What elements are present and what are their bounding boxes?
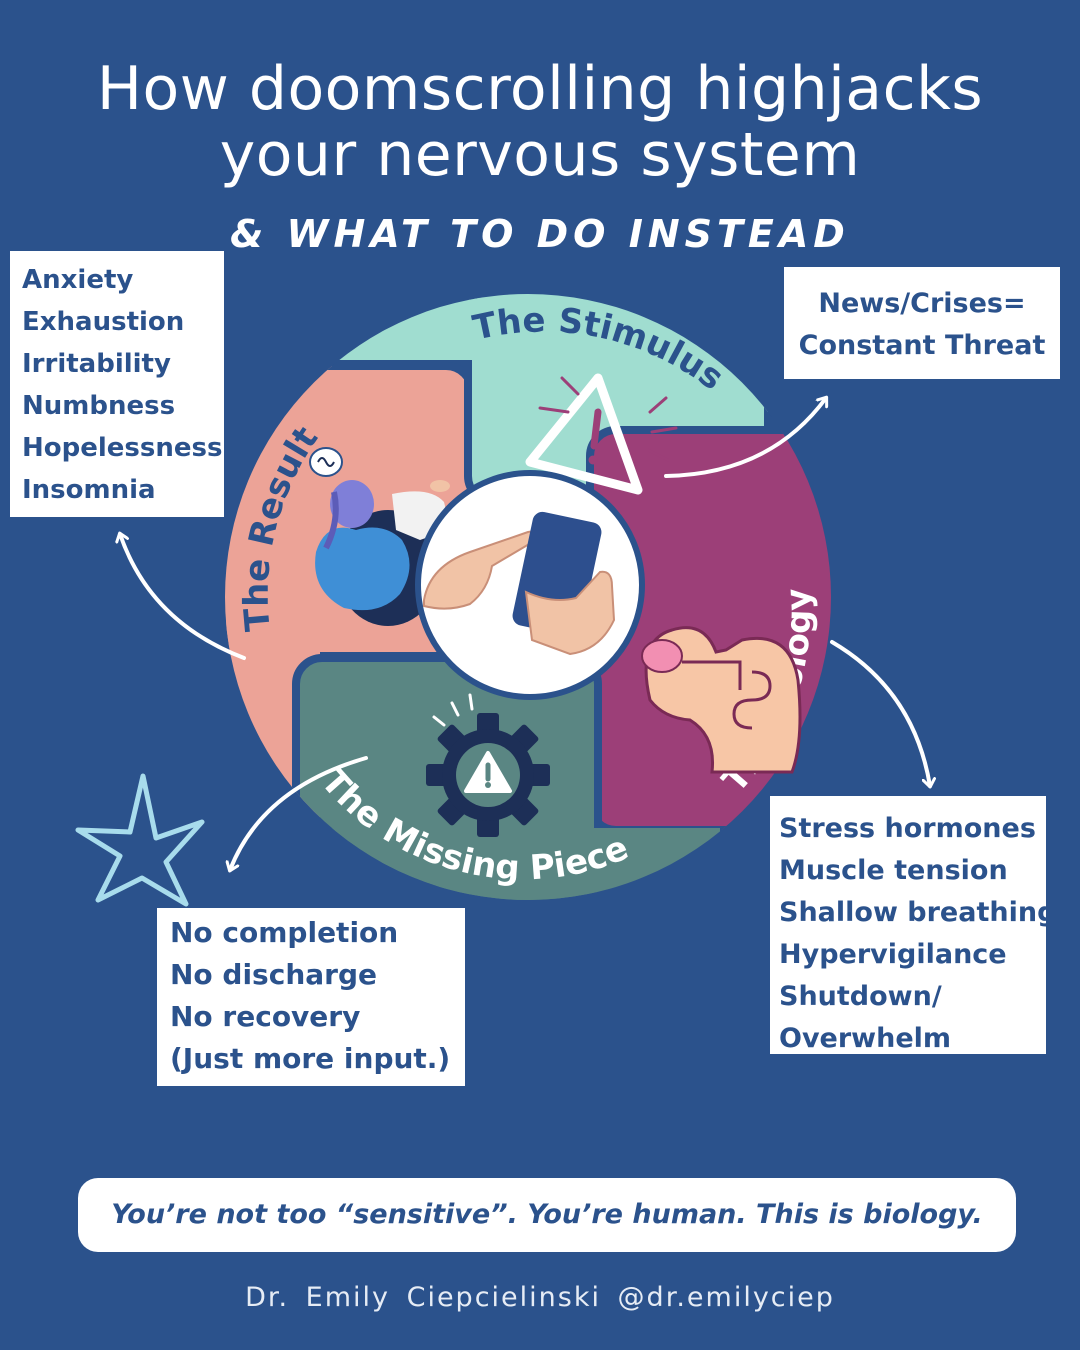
gear-warning-icon bbox=[426, 693, 550, 837]
list-item: (Just more input.) bbox=[170, 1042, 451, 1075]
list-item: Insomnia bbox=[22, 475, 156, 505]
list-item: Muscle tension bbox=[779, 855, 1008, 886]
title-line-1: How doomscrolling highjacks bbox=[96, 54, 984, 124]
arrow-biology-to-box bbox=[830, 640, 930, 786]
arrow-missing-to-box bbox=[230, 756, 368, 870]
result-box: Anxiety Exhaustion Irritability Numbness… bbox=[10, 251, 224, 517]
list-item: News/Crises= bbox=[818, 288, 1026, 319]
list-item: Numbness bbox=[22, 391, 176, 421]
message-banner: You’re not too “sensitive”. You’re human… bbox=[78, 1178, 1016, 1252]
list-item: No completion bbox=[170, 916, 399, 949]
warning-triangle-icon bbox=[525, 373, 678, 495]
arrow-result-to-box bbox=[120, 534, 246, 660]
arrow-stimulus-to-box bbox=[664, 398, 826, 478]
list-item: Irritability bbox=[22, 349, 171, 379]
list-item: No recovery bbox=[170, 1000, 361, 1033]
curled-person-icon bbox=[309, 447, 450, 626]
list-item: Hopelessness bbox=[22, 433, 223, 463]
body-stress-icon bbox=[641, 626, 802, 774]
phone-hands-icon bbox=[423, 511, 616, 656]
page-title: How doomscrolling highjacks your nervous… bbox=[0, 56, 1080, 188]
stimulus-box: News/Crises= Constant Threat bbox=[784, 267, 1060, 379]
list-item: Constant Threat bbox=[798, 330, 1046, 361]
biology-box: Stress hormones Muscle tension Shallow b… bbox=[770, 796, 1046, 1054]
list-item: Overwhelm bbox=[779, 1023, 952, 1054]
title-line-2: your nervous system bbox=[219, 120, 861, 190]
list-item: Hypervigilance bbox=[779, 939, 1007, 970]
star-doodle-icon bbox=[75, 773, 205, 907]
list-item: Shutdown/ bbox=[779, 981, 942, 1012]
list-item: No discharge bbox=[170, 958, 377, 991]
page-subtitle: & WHAT TO DO INSTEAD bbox=[230, 212, 850, 256]
missing-piece-box: No completion No discharge No recovery (… bbox=[157, 908, 465, 1086]
author-credit: Dr. Emily Ciepcielinski @dr.emilyciep bbox=[245, 1282, 835, 1313]
list-item: Anxiety bbox=[22, 265, 134, 295]
list-item: Shallow breathing bbox=[779, 897, 1046, 928]
list-item: Exhaustion bbox=[22, 307, 185, 337]
list-item: Stress hormones bbox=[779, 813, 1036, 844]
stimulus-segment-left bbox=[330, 294, 480, 360]
